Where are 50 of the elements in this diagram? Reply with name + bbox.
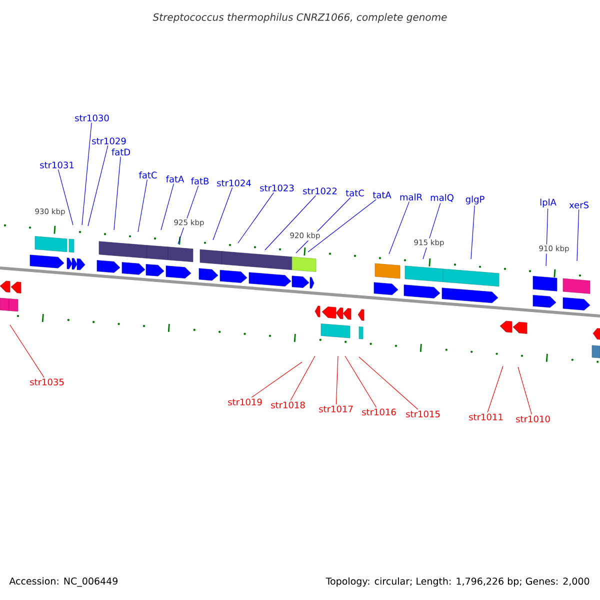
gene-label: malQ [430,194,454,202]
leader-line [160,183,174,230]
gene-label: str1015 [406,410,440,418]
gene-label: malR [400,194,422,200]
gene-label: str1017 [319,406,353,412]
gene-label: fatA [166,176,184,182]
leader-line [388,201,410,254]
gene-label: fatD [112,148,130,156]
gene-label: lplA [540,198,556,208]
leader-line [82,122,92,226]
gene-label: str1022 [303,188,336,194]
leader-line [238,192,274,244]
gene-label: str1010 [516,416,550,422]
leader-line [138,179,148,232]
gene-label: str1031 [40,162,74,168]
leader-line [290,356,316,401]
leader-line [358,356,418,410]
gene-label: str1018 [271,402,305,408]
leader-line [58,169,74,226]
gene-label: fatC [138,172,157,178]
leader-line [114,156,121,230]
leader-line [344,356,376,408]
leader-line [576,209,580,262]
leader-line [212,187,233,240]
gene-label: fatB [191,178,209,184]
leader-line [88,145,108,226]
leader-line [518,366,532,415]
leader-line [470,205,475,260]
genome-info-text: Topology: circular; Length: 1,796,226 bp; Genes: 2,000 [326,577,590,587]
gene-label: tatA [372,192,392,198]
gene-label: xerS [569,202,588,208]
gene-label: tatC [346,190,364,196]
gene-label: str1029 [92,138,126,144]
gene-label: str1019 [228,398,262,406]
accession-text: Accession: NC_006449 [9,577,118,587]
leader-line [308,199,376,252]
leader-line [264,195,316,250]
gene-label: str1024 [217,180,251,186]
gene-label: glgP [466,196,484,204]
gene-label: str1023 [260,184,294,192]
gene-label: str1030 [75,114,109,122]
leader-line [10,324,44,378]
leader-line [336,356,338,405]
gene-label: str1011 [469,414,503,420]
title: Streptococcus thermophilus CNRZ1066, complete genome [152,13,447,23]
leader-line [251,362,302,398]
gene-label: str1035 [30,378,64,386]
leader-line [487,366,504,413]
gene-label: str1016 [362,408,396,416]
leader-line [546,208,548,266]
